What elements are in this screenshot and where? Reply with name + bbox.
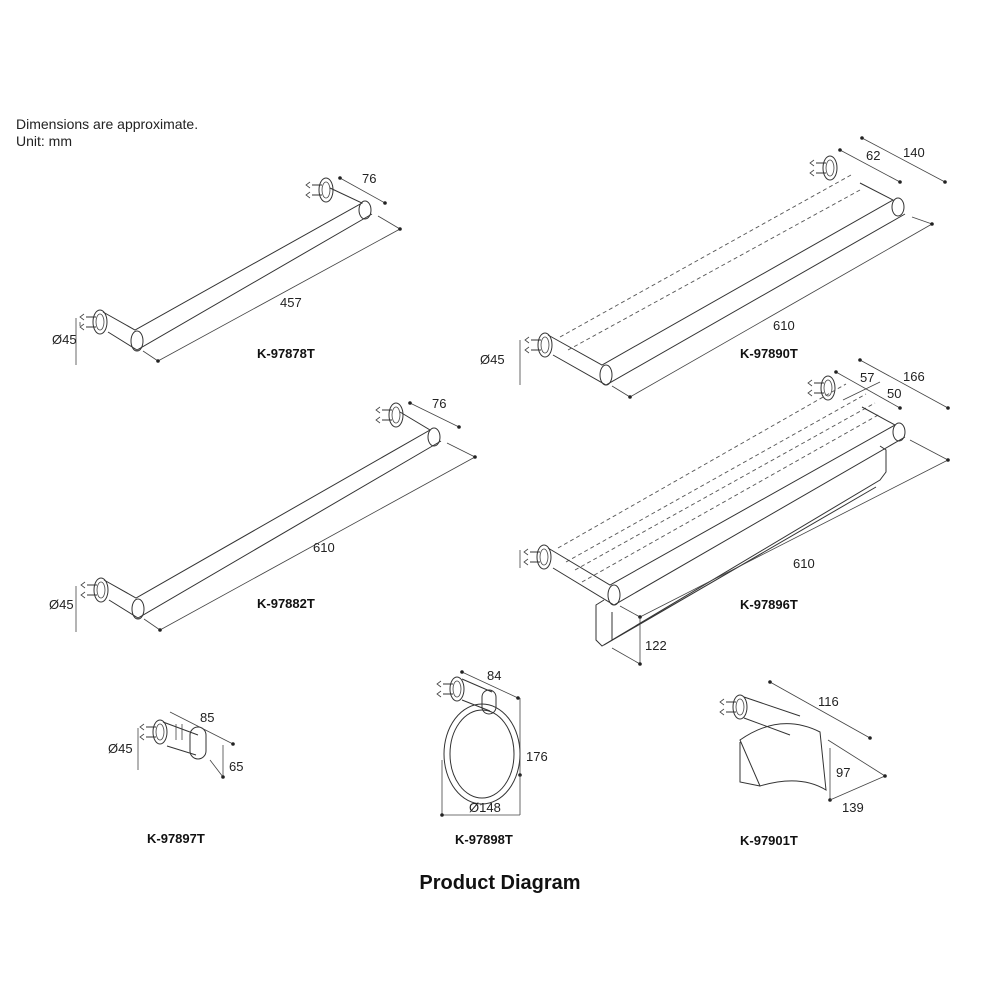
k97896t-depth-57: 57 — [860, 370, 874, 385]
note-unit: Unit: mm — [16, 133, 72, 149]
k97898t-depth: 84 — [487, 668, 501, 683]
k97882t-length: 610 — [313, 540, 335, 555]
k97896t-depth-166: 166 — [903, 369, 925, 384]
k97897t-model-label: K-97897T — [147, 831, 205, 846]
k97890t-diameter: Ø45 — [480, 352, 505, 367]
note-approximate: Dimensions are approximate. — [16, 116, 199, 132]
k97898t-model-label: K-97898T — [455, 832, 513, 847]
k97896t-length: 610 — [793, 556, 815, 571]
product-k97878t: Ø45 457 76 K-97878T — [52, 171, 402, 365]
product-k97882t: Ø45 610 76 K-97882T — [49, 396, 477, 632]
k97898t-diameter: Ø148 — [469, 800, 501, 815]
k97896t-height: 122 — [645, 638, 667, 653]
k97882t-diameter: Ø45 — [49, 597, 74, 612]
k97890t-model-label: K-97890T — [740, 346, 798, 361]
k97897t-height: 65 — [229, 759, 243, 774]
k97878t-diameter: Ø45 — [52, 332, 77, 347]
k97890t-depth-62: 62 — [866, 148, 880, 163]
product-k97898t: 84 176 Ø148 K-97898T — [436, 668, 548, 847]
k97901t-depth: 139 — [842, 800, 864, 815]
k97896t-model-label: K-97896T — [740, 597, 798, 612]
product-k97897t: Ø45 85 65 K-97897T — [108, 710, 243, 846]
product-k97896t: 610 57 166 50 122 K-97896T — [519, 358, 950, 666]
k97882t-depth: 76 — [432, 396, 446, 411]
k97901t-width: 116 — [818, 694, 839, 709]
k97890t-depth-140: 140 — [903, 145, 925, 160]
k97897t-diameter: Ø45 — [108, 741, 133, 756]
k97898t-height: 176 — [526, 749, 548, 764]
k97878t-depth: 76 — [362, 171, 376, 186]
k97890t-length: 610 — [773, 318, 795, 333]
k97897t-depth: 85 — [200, 710, 214, 725]
k97882t-model-label: K-97882T — [257, 596, 315, 611]
k97878t-model-label: K-97878T — [257, 346, 315, 361]
product-k97890t: Ø45 610 62 140 K-97890T — [480, 136, 947, 399]
k97896t-depth-50: 50 — [887, 386, 901, 401]
diagram-title: Product Diagram — [419, 872, 581, 894]
dimensions-note: Dimensions are approximate. Unit: mm — [16, 116, 198, 150]
k97901t-height: 97 — [836, 765, 850, 780]
k97878t-length: 457 — [280, 295, 302, 310]
k97901t-model-label: K-97901T — [740, 833, 798, 848]
product-k97901t: 116 97 139 K-97901T — [719, 680, 887, 848]
